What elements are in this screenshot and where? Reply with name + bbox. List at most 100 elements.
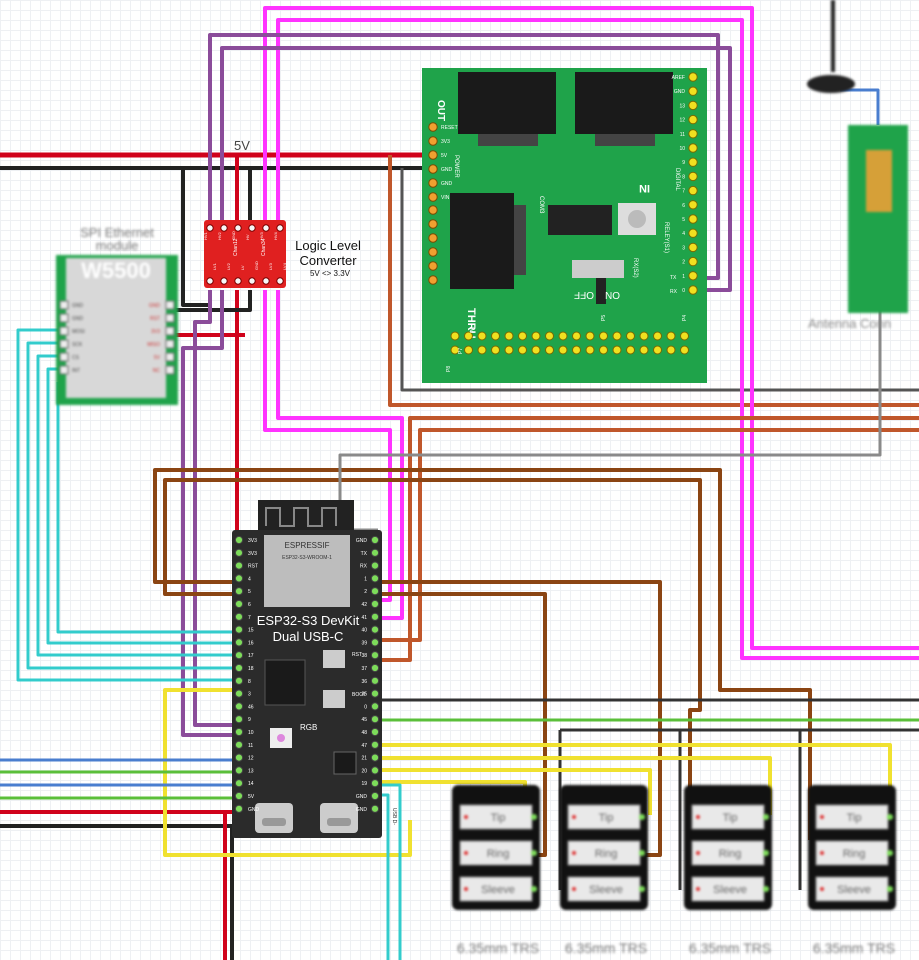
shield-bottom-pin[interactable] xyxy=(666,331,676,341)
esp32-pin-left[interactable] xyxy=(234,561,244,570)
shield-digital-pin[interactable] xyxy=(688,285,698,295)
esp32-pin-left[interactable] xyxy=(234,574,244,583)
trs-jack-contact[interactable] xyxy=(815,804,889,830)
trs-jack-pin[interactable] xyxy=(531,886,537,892)
esp32-pin-left[interactable] xyxy=(234,715,244,724)
shield-bottom-pin[interactable] xyxy=(639,331,649,341)
wire-antenna-coax[interactable] xyxy=(840,88,880,125)
shield-bottom-pin[interactable] xyxy=(639,345,649,355)
ethernet-pin-right[interactable] xyxy=(165,339,175,349)
shield-bottom-pin[interactable] xyxy=(680,345,689,355)
shield-power-pin[interactable] xyxy=(428,150,438,160)
shield-bottom-pin[interactable] xyxy=(626,345,635,355)
shield-bottom-pin[interactable] xyxy=(545,331,554,341)
trs-jack-contact[interactable] xyxy=(567,876,641,902)
esp32-pin-left[interactable] xyxy=(234,740,244,749)
converter-pin-top[interactable] xyxy=(220,224,228,232)
wire-magenta-down[interactable] xyxy=(263,290,392,602)
shield-bottom-pin[interactable] xyxy=(572,331,581,341)
ethernet-pin-right[interactable] xyxy=(165,365,175,375)
shield-bottom-pin[interactable] xyxy=(477,331,487,341)
shield-bottom-pin[interactable] xyxy=(572,345,581,355)
shield-bottom-pin[interactable] xyxy=(531,345,541,355)
trs-jack-pin[interactable] xyxy=(887,814,893,820)
trs-jack-pin[interactable] xyxy=(531,850,537,856)
shield-bottom-pin[interactable] xyxy=(491,331,500,341)
wire-yellow-4[interactable] xyxy=(378,768,652,815)
esp32-pin-right[interactable] xyxy=(370,689,380,698)
shield-bottom-pin[interactable] xyxy=(653,331,662,341)
trs-jack-contact[interactable] xyxy=(567,840,641,866)
ethernet-pin-right[interactable] xyxy=(165,326,175,336)
shield-digital-pin[interactable] xyxy=(688,143,698,153)
esp32-pin-right[interactable] xyxy=(370,663,380,673)
trs-jack-contact[interactable] xyxy=(691,840,765,866)
shield-bottom-pin[interactable] xyxy=(545,345,554,355)
converter-pin-top[interactable] xyxy=(234,224,242,232)
trs-jack-pin[interactable] xyxy=(639,886,645,892)
ethernet-pin-left[interactable] xyxy=(59,300,69,310)
shield-bottom-pin[interactable] xyxy=(653,345,662,355)
wire-magenta-2[interactable] xyxy=(276,18,919,660)
wire-gnd-drop[interactable] xyxy=(181,168,210,307)
converter-pin-bottom[interactable] xyxy=(220,277,228,285)
esp32-pin-left[interactable] xyxy=(234,587,244,596)
shield-bottom-pin[interactable] xyxy=(450,345,460,355)
esp32-pin-right[interactable] xyxy=(370,548,380,557)
wire-brown-2[interactable] xyxy=(163,478,702,855)
esp32-pin-right[interactable] xyxy=(370,625,380,634)
ethernet-pin-left[interactable] xyxy=(59,326,69,336)
shield-digital-pin[interactable] xyxy=(688,157,698,167)
esp32-pin-left[interactable] xyxy=(234,766,244,775)
converter-pin-bottom[interactable] xyxy=(248,277,256,285)
converter-pin-top[interactable] xyxy=(206,224,214,232)
shield-bottom-pin[interactable] xyxy=(585,331,595,341)
esp32-pin-right[interactable] xyxy=(370,676,380,685)
on-off-switch[interactable] xyxy=(572,260,624,278)
wire-magenta-down-2[interactable] xyxy=(276,290,404,620)
esp32-pin-left[interactable] xyxy=(234,638,244,647)
wire-purple-2[interactable] xyxy=(220,46,732,292)
esp32-pin-right[interactable] xyxy=(370,753,380,762)
shield-bottom-pin[interactable] xyxy=(680,331,689,341)
esp32-pin-left[interactable] xyxy=(234,804,244,813)
shield-digital-pin[interactable] xyxy=(688,114,698,125)
antenna[interactable]: Antenna Conn xyxy=(807,0,908,331)
boot-button[interactable] xyxy=(323,690,345,708)
esp32-pin-left[interactable] xyxy=(234,779,244,788)
shield-analog-pin[interactable] xyxy=(428,219,438,229)
wire-orange-1[interactable] xyxy=(378,416,919,662)
shield-digital-pin[interactable] xyxy=(688,256,698,267)
esp32-pin-left[interactable] xyxy=(234,599,244,609)
ethernet-pin-left[interactable] xyxy=(59,365,69,375)
esp32-pin-left[interactable] xyxy=(234,727,244,737)
esp32-pin-left[interactable] xyxy=(234,689,244,698)
shield-power-pin[interactable] xyxy=(428,164,438,174)
trs-jack-pin[interactable] xyxy=(763,814,769,820)
wire-purple-1[interactable] xyxy=(208,33,720,280)
trs-jack-pin[interactable] xyxy=(763,850,769,856)
shield-bottom-pin[interactable] xyxy=(450,331,460,341)
trs-jack-pin[interactable] xyxy=(639,814,645,820)
shield-analog-pin[interactable] xyxy=(428,261,438,271)
shield-bottom-pin[interactable] xyxy=(464,345,473,355)
shield-bottom-pin[interactable] xyxy=(558,345,568,355)
shield-bottom-pin[interactable] xyxy=(599,331,608,341)
esp32-pin-right[interactable] xyxy=(370,740,380,749)
shield-power-pin[interactable] xyxy=(428,136,438,146)
converter-pin-bottom[interactable] xyxy=(276,277,284,285)
esp32-pin-left[interactable] xyxy=(234,612,244,621)
esp32-pin-right[interactable] xyxy=(370,535,380,545)
shield-bottom-pin[interactable] xyxy=(626,331,635,341)
esp32-pin-left[interactable] xyxy=(234,676,244,685)
midi-shield[interactable]: OUT IN THRU OFF ON POWER DIGITAL RX(S2) … xyxy=(422,68,707,383)
shield-bottom-pin[interactable] xyxy=(666,345,676,355)
shield-bottom-pin[interactable] xyxy=(585,345,595,355)
trs-jack-pin[interactable] xyxy=(763,886,769,892)
wire-purple-down[interactable] xyxy=(193,290,232,727)
ethernet-pin-left[interactable] xyxy=(59,339,69,349)
